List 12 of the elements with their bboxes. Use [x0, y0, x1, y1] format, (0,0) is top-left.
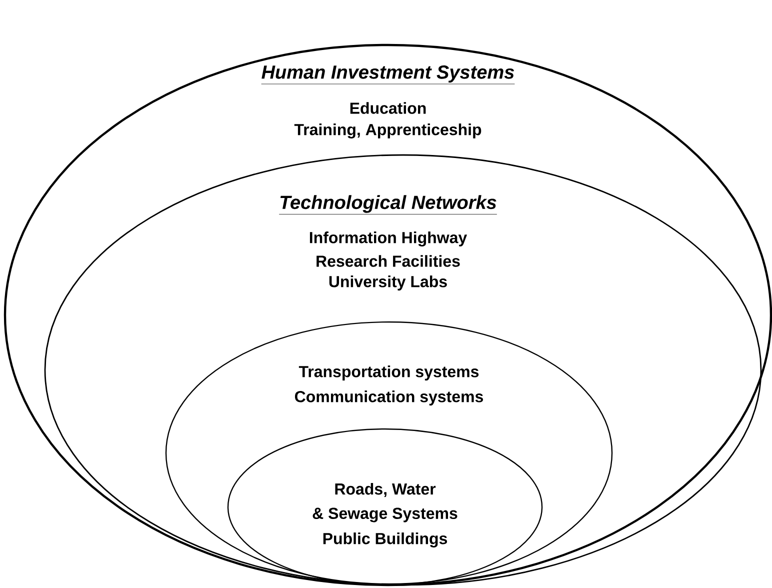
heading: Technological Networks — [278, 195, 498, 214]
label: Roads, Water — [335, 482, 436, 498]
label: Public Buildings — [323, 532, 448, 548]
label: & Sewage Systems — [312, 508, 458, 522]
label: Transportation systems — [298, 366, 479, 380]
label: Information Highway — [310, 232, 468, 246]
heading: Human Investment Systems — [261, 65, 515, 84]
label: Research Facilities — [316, 255, 460, 267]
label: Education — [350, 102, 426, 114]
label: Communication systems — [294, 390, 483, 406]
label: Training, Apprenticeship — [294, 124, 482, 138]
label: University Labs — [329, 276, 447, 290]
